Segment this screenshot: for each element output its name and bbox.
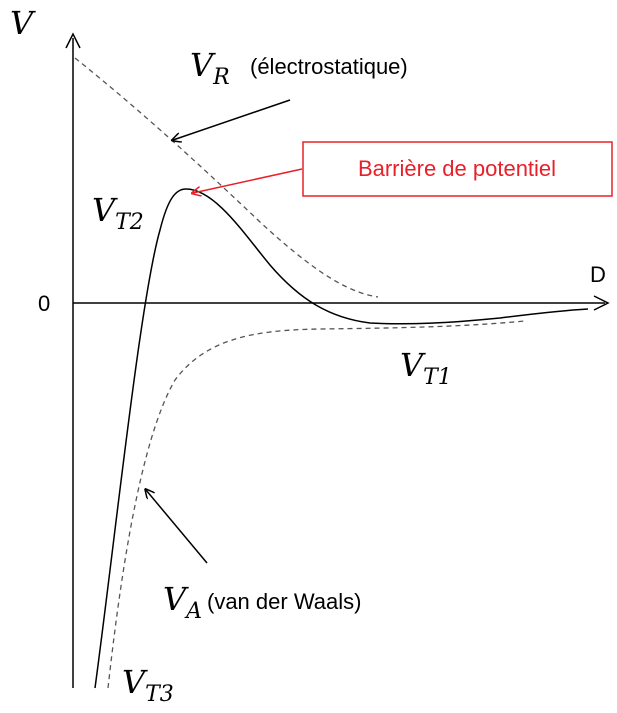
va-pointer-arrow bbox=[146, 490, 208, 564]
origin-label: 0 bbox=[38, 291, 50, 316]
barrier-callout-box bbox=[302, 141, 613, 197]
vt-total-curve bbox=[94, 188, 589, 689]
y-axis-arrow-icon bbox=[65, 32, 81, 49]
vr-pointer-arrow bbox=[173, 99, 291, 140]
vr-note: (électrostatique) bbox=[250, 54, 408, 79]
y-axis-label: V bbox=[10, 4, 36, 42]
barrier-pointer-arrow bbox=[193, 168, 303, 193]
x-axis-arrow-icon bbox=[593, 295, 610, 311]
barrier-callout-text: Barrière de potentiel bbox=[358, 156, 556, 181]
vr-label: VR bbox=[190, 46, 230, 90]
va-label: VA bbox=[163, 580, 202, 624]
x-axis-label: D bbox=[590, 262, 606, 287]
vt2-label: VT2 bbox=[92, 191, 144, 235]
vr-dashed-curve bbox=[74, 57, 379, 298]
vt1-label: VT1 bbox=[400, 346, 452, 390]
va-note: (van der Waals) bbox=[207, 589, 361, 614]
va-dashed-curve bbox=[107, 320, 526, 689]
vt3-label: VT3 bbox=[122, 663, 174, 707]
